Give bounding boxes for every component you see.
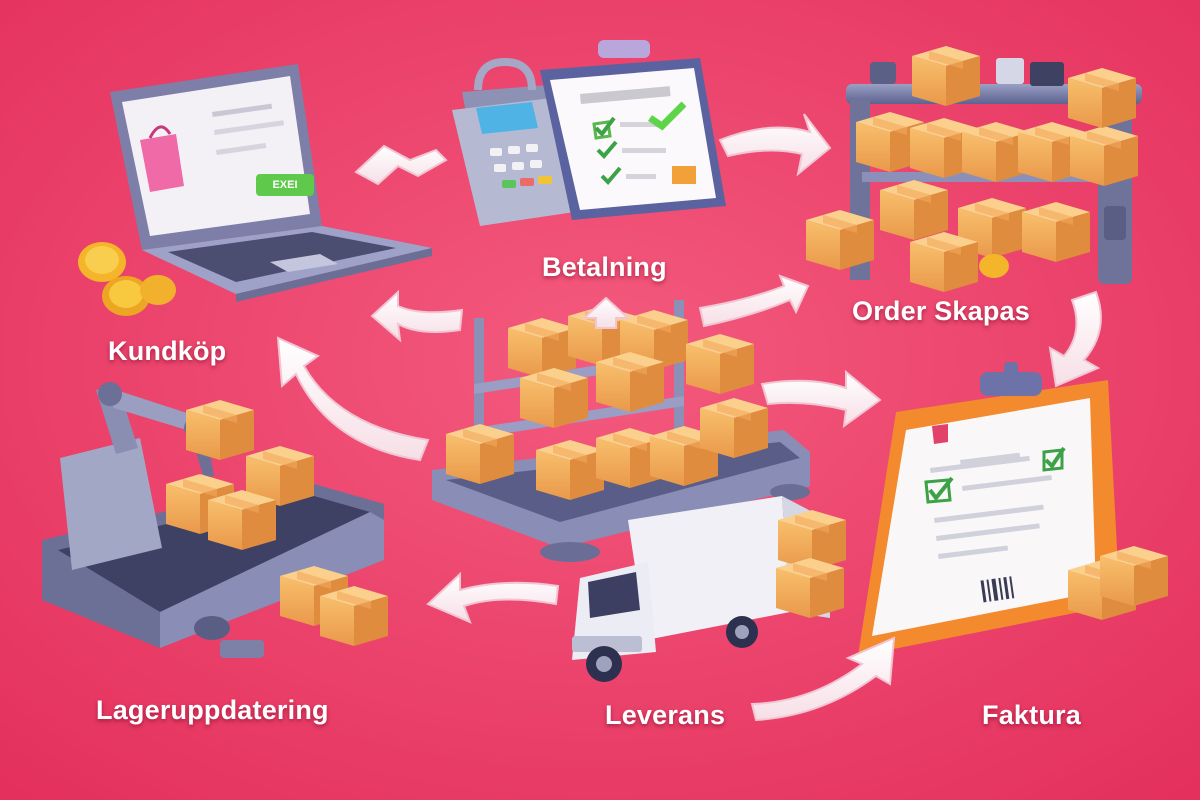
arrow-leverans-to-lager [426, 571, 560, 624]
step-label-order: Order Skapas [852, 296, 1030, 326]
invoice-clipboard-icon [858, 362, 1168, 656]
coin-stack-icon [78, 242, 176, 316]
flow-arrows [276, 113, 1102, 722]
laptop-buy-button: ЕХЕІ [256, 174, 314, 196]
arrow-center-right [760, 369, 882, 429]
robotic-conveyor-icon [42, 382, 388, 658]
step-label-betalning: Betalning [542, 252, 667, 282]
arrow-center-to-order [698, 274, 810, 328]
step-label-kundkop: Kundköp [108, 336, 227, 366]
delivery-truck-icon [572, 496, 846, 682]
payment-terminal-checklist-icon [452, 40, 726, 226]
arrow-center-left [370, 289, 464, 343]
step-label-leverans: Leverans [605, 700, 726, 730]
arrow-betalning-to-order [718, 113, 832, 177]
step-label-faktura: Faktura [982, 700, 1081, 730]
arrow-lager-up [276, 336, 430, 462]
arrow-kundkop-to-betalning [354, 144, 448, 186]
laptop-shopping-icon [110, 64, 432, 302]
step-label-lager: Lageruppdatering [96, 695, 329, 725]
warehouse-shelf-icon [806, 46, 1142, 292]
arrow-center-up [581, 296, 631, 329]
center-conveyor-shelf-icon [432, 300, 810, 562]
arrow-order-down [1048, 290, 1102, 388]
arrow-faktura-to-leverans [750, 636, 896, 722]
